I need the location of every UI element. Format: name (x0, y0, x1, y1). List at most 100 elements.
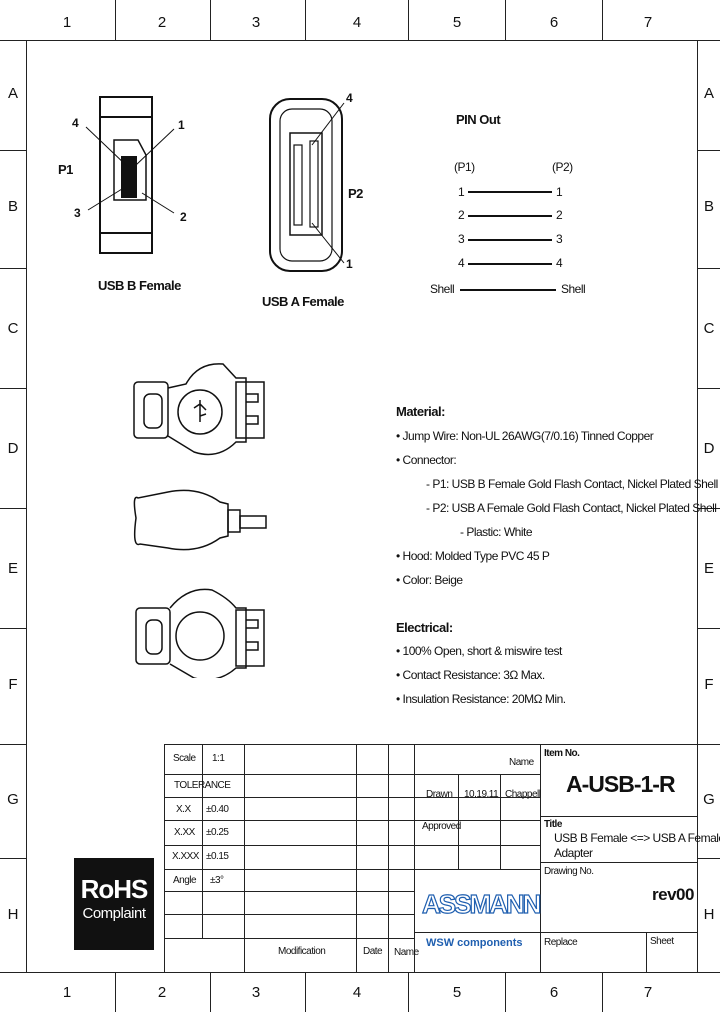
col-number: 4 (352, 984, 362, 1001)
row-letter: E (7, 560, 18, 577)
tb-date-label: Date (363, 946, 383, 957)
col-number: 6 (549, 14, 559, 31)
pinout-wire (460, 289, 556, 291)
tb-hline (164, 774, 540, 775)
p1-pin-label: 3 (74, 206, 81, 220)
tb-title-line2: Adapter (554, 846, 593, 860)
row-letter: H (703, 906, 715, 923)
material-line: - P2: USB A Female Gold Flash Contact, N… (426, 501, 717, 515)
col-number: 6 (549, 984, 559, 1001)
col-tick (602, 972, 603, 1012)
pinout-left-pin: 4 (458, 256, 465, 270)
tb-vline (500, 774, 501, 869)
col-tick (115, 972, 116, 1012)
tb-vline (414, 744, 415, 972)
row-letter: A (7, 85, 18, 102)
p1-pin-label: 1 (178, 118, 185, 132)
connector-face-drawings (85, 96, 345, 272)
col-tick (602, 0, 603, 40)
tb-vline (244, 744, 245, 972)
row-letter: D (703, 440, 715, 457)
tb-title-label: Title (544, 819, 562, 830)
tb-drawn-name: Chappell (505, 789, 541, 800)
rohs-subtitle: Complaint (82, 905, 146, 922)
row-letter: B (703, 198, 714, 215)
p1-caption: USB B Female (98, 278, 181, 293)
tb-hline (164, 845, 540, 846)
tb-vline (356, 744, 357, 972)
tb-tolerance-label: TOLERANCE (174, 780, 231, 791)
tb-tolerance-row-label: X.XX (174, 827, 195, 838)
row-letter: C (7, 320, 19, 337)
row-tick (0, 628, 26, 629)
tb-tolerance-row-value: ±3° (210, 875, 224, 886)
row-tick (697, 744, 720, 745)
col-number: 7 (643, 984, 653, 1001)
pinout-left-header: (P1) (454, 160, 475, 174)
tb-vline (388, 744, 389, 972)
material-line: - P1: USB B Female Gold Flash Contact, N… (426, 477, 718, 491)
frame-left (26, 40, 27, 973)
row-tick (0, 150, 26, 151)
frame-right (697, 40, 698, 973)
p1-label: P1 (58, 162, 73, 177)
col-tick (115, 0, 116, 40)
tb-hline (164, 891, 414, 892)
tb-tolerance-row-label: X.X (176, 804, 191, 815)
tb-hline (164, 797, 540, 798)
col-number: 1 (62, 14, 72, 31)
material-line: • Connector: (396, 453, 457, 467)
frame-bottom (0, 972, 720, 973)
tb-tolerance-row-label: Angle (173, 875, 197, 886)
col-number: 2 (157, 14, 167, 31)
tb-hline (164, 938, 414, 939)
tb-drawn-date: 10.19.11 (464, 789, 499, 800)
p2-label: P2 (348, 186, 363, 201)
tb-vline (458, 774, 459, 869)
col-tick (305, 0, 306, 40)
pinout-left-pin: 1 (458, 185, 465, 199)
col-number: 7 (643, 14, 653, 31)
p2-caption: USB A Female (262, 294, 344, 309)
tb-tolerance-row-value: ±0.15 (206, 851, 229, 862)
p1-pin-label: 4 (72, 116, 79, 130)
pinout-title: PIN Out (456, 112, 501, 127)
pinout-wire (468, 263, 552, 265)
titleblock-frame (164, 744, 698, 973)
row-letter: G (703, 791, 715, 808)
col-tick (505, 972, 506, 1012)
col-tick (408, 0, 409, 40)
p2-pin-label: 4 (346, 91, 353, 105)
row-tick (697, 858, 720, 859)
p2-pin-label: 1 (346, 257, 353, 271)
electrical-line: • Contact Resistance: 3Ω Max. (396, 668, 545, 682)
col-number: 2 (157, 984, 167, 1001)
tb-approved-label: Approved (422, 821, 461, 832)
tb-vline (202, 744, 203, 938)
col-number: 1 (62, 984, 72, 1001)
tb-vline (540, 744, 541, 972)
material-line: - Plastic: White (460, 525, 533, 539)
pinout-wire (468, 191, 552, 193)
assmann-subbrand: WSW components (426, 937, 523, 949)
pinout-right-header: (P2) (552, 160, 573, 174)
adapter-side-views (133, 363, 267, 678)
row-letter: A (703, 85, 714, 102)
tb-name-label: Name (509, 757, 534, 768)
tb-item-no: A-USB-1-R (566, 771, 676, 797)
rohs-title: RoHS (80, 874, 149, 904)
electrical-heading: Electrical: (396, 620, 453, 635)
tb-scale-value: 1:1 (212, 753, 225, 764)
pinout-right-pin: 3 (556, 232, 563, 246)
pinout-wire (468, 215, 552, 217)
row-tick (0, 388, 26, 389)
col-number: 3 (251, 984, 261, 1001)
col-number: 5 (452, 14, 462, 31)
col-number: 3 (251, 14, 261, 31)
assmann-brand: ASSMANN (421, 888, 542, 919)
pinout-left-pin: Shell (430, 282, 455, 296)
col-number: 5 (452, 984, 462, 1001)
usb-b-female-face (85, 96, 175, 254)
pinout-right-pin: 1 (556, 185, 563, 199)
col-tick (305, 972, 306, 1012)
